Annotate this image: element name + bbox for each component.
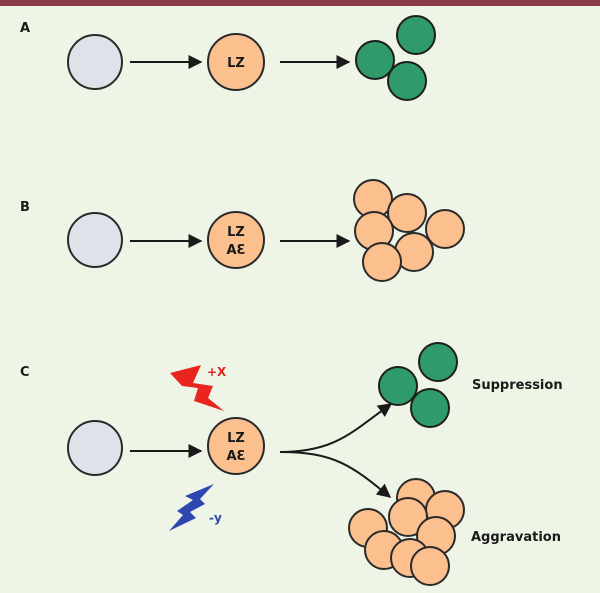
- stimulus-x-label: +X: [207, 365, 227, 379]
- panel-b-cell-label-line2: AƐ: [226, 243, 245, 258]
- green-cell: [387, 61, 427, 101]
- panel-b-orange-cell-cluster: [353, 179, 465, 282]
- panel-c-arrow-suppression: [279, 403, 393, 453]
- panel-a-differentiating-cell: [207, 33, 265, 91]
- panel-b-label: B: [20, 200, 30, 215]
- panel-c-green-cell-cluster: [378, 342, 458, 428]
- panel-a-cell-label: LZ: [227, 56, 245, 71]
- orange-cell: [387, 193, 427, 233]
- panel-a: A LZ: [20, 15, 436, 101]
- panel-a-green-cell-cluster: [355, 15, 436, 101]
- green-cell: [396, 15, 436, 55]
- outcome-aggravation-label: Aggravation: [471, 530, 561, 545]
- panel-b-differentiating-cell: [207, 211, 265, 269]
- panel-c-orange-cell-cluster: [348, 478, 465, 586]
- green-cell: [355, 40, 395, 80]
- green-cell: [378, 366, 418, 406]
- orange-cell: [388, 497, 428, 537]
- top-border-bar: [0, 0, 600, 6]
- panel-c-differentiating-cell: [207, 417, 265, 475]
- stimulus-y-label: -y: [209, 511, 222, 525]
- orange-cell: [425, 209, 465, 249]
- green-cell: [410, 388, 450, 428]
- panel-c-cell-label-line1: LZ: [227, 431, 245, 446]
- panel-c-label: C: [20, 365, 30, 380]
- stimulus-y-lightning-bolt-icon: [169, 484, 214, 531]
- orange-cell: [410, 546, 450, 586]
- stimulus-x-lightning-bolt-icon: [170, 365, 224, 411]
- panel-b-progenitor-cell: [67, 212, 123, 268]
- green-cell: [418, 342, 458, 382]
- panel-b: B LZ AƐ: [20, 179, 465, 282]
- panel-c-cell-label-line2: AƐ: [226, 449, 245, 464]
- panel-a-progenitor-cell: [67, 34, 123, 90]
- panel-c: C +X LZ AƐ -y Suppression: [20, 342, 563, 586]
- orange-cell: [362, 242, 402, 282]
- outcome-suppression-label: Suppression: [472, 378, 563, 393]
- panel-c-progenitor-cell: [67, 420, 123, 476]
- panel-a-label: A: [20, 21, 30, 36]
- panel-b-cell-label-line1: LZ: [227, 225, 245, 240]
- panel-c-arrow-aggravation: [279, 451, 392, 498]
